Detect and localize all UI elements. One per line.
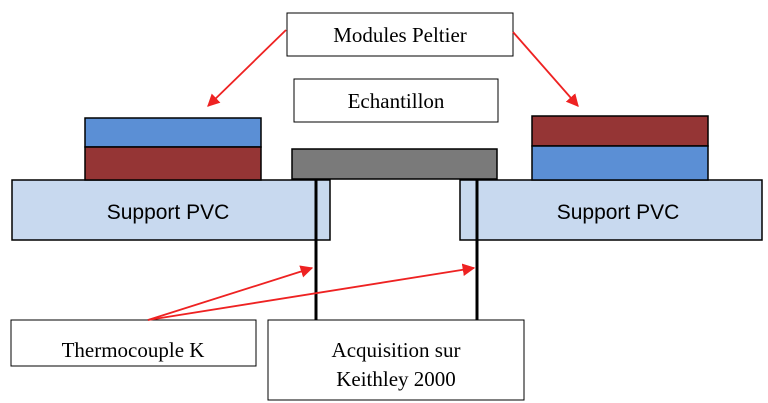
echantillon-box: [293, 78, 499, 123]
modules-peltier-label: Modules Peltier: [333, 23, 467, 47]
acquisition-label-line1: Acquisition sur: [332, 338, 461, 362]
peltier-left-bottom-red: [84, 146, 262, 181]
arrow-to-right-thermocouple: [147, 263, 476, 321]
support-pvc-left: [11, 179, 331, 241]
support-pvc-right-label: Support PVC: [557, 201, 680, 224]
thermocouple-box: [10, 319, 257, 367]
sample-bar: [291, 148, 498, 180]
arrow-to-right-peltier: [512, 31, 579, 107]
peltier-right-bottom-blue: [531, 145, 709, 181]
support-pvc-left-label: Support PVC: [107, 201, 230, 224]
modules-peltier-box: [286, 12, 514, 57]
arrow-to-left-thermocouple: [147, 265, 314, 321]
acquisition-box: [267, 319, 525, 401]
thermocouple-label: Thermocouple K: [62, 338, 205, 362]
peltier-right-top-red: [531, 115, 709, 147]
echantillon-label: Echantillon: [348, 89, 445, 113]
support-pvc-right: [459, 179, 763, 241]
arrow-to-left-peltier: [207, 29, 287, 107]
peltier-left-top-blue: [84, 117, 262, 148]
acquisition-label-line2: Keithley 2000: [336, 367, 456, 391]
